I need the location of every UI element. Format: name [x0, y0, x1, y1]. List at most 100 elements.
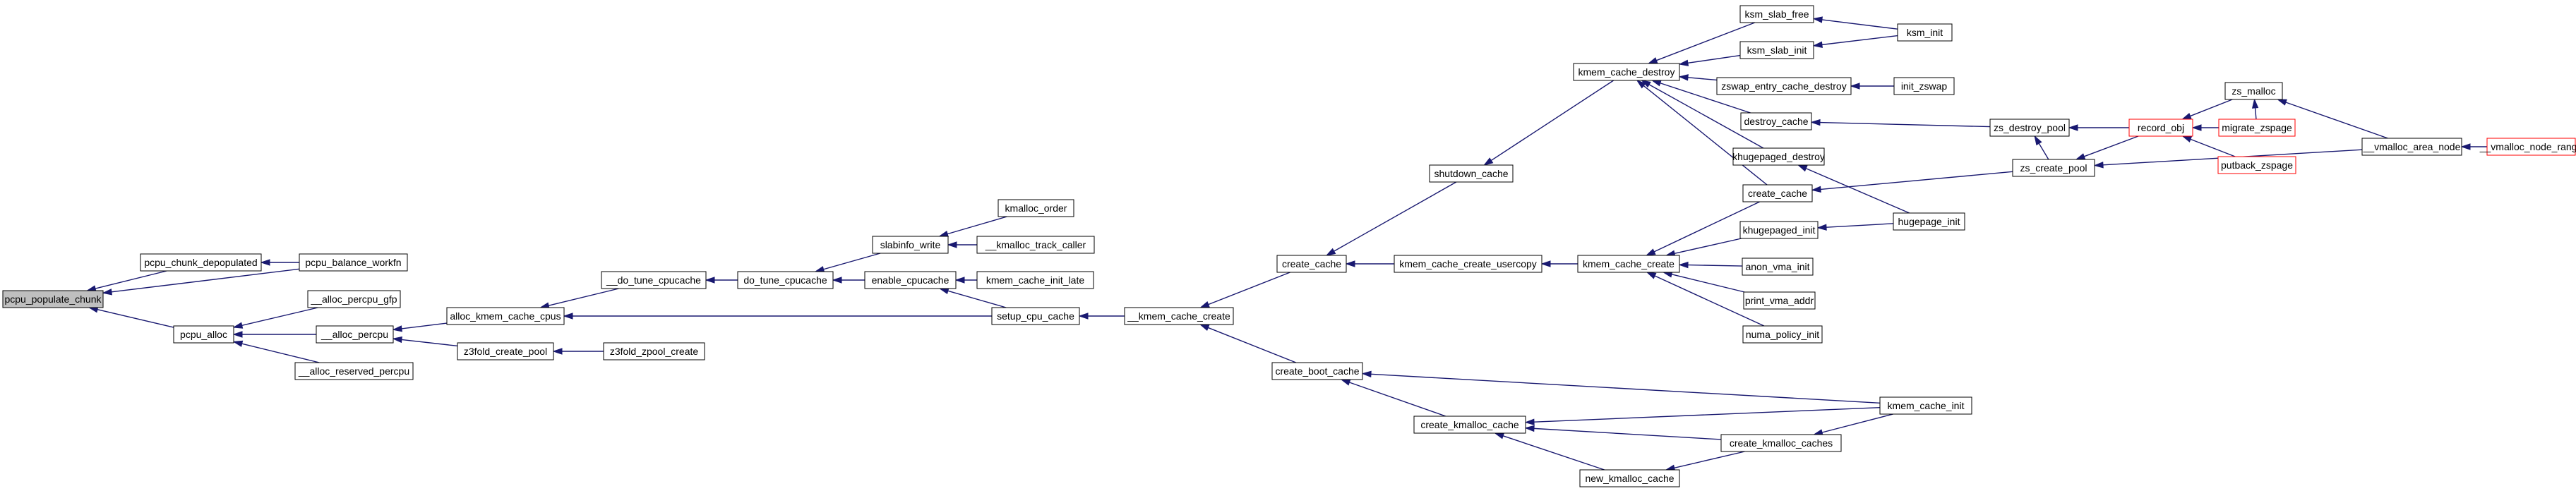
node-create-kmalloc-cache[interactable]: create_kmalloc_cache: [1413, 416, 1526, 434]
node-create-cache2[interactable]: create_cache: [1742, 184, 1813, 202]
node-z3fold-create-pool[interactable]: z3fold_create_pool: [457, 342, 554, 360]
node-pcpu-balance-workfn[interactable]: pcpu_balance_workfn: [299, 253, 408, 272]
node-box: [1716, 77, 1852, 95]
node-print-vma-addr[interactable]: print_vma_addr: [1743, 291, 1816, 310]
node-do-tune-cpucache[interactable]: do_tune_cpucache: [737, 271, 834, 289]
arrowhead-icon: [1678, 59, 1689, 66]
node-kmalloc-order[interactable]: kmalloc_order: [998, 199, 1074, 217]
node-kmem-cache-init[interactable]: kmem_cache_init: [1879, 396, 1972, 415]
node-label: zs_destroy_pool: [1994, 122, 2066, 133]
edge-__alloc_reserved_percpu-to-pcpu_alloc: [232, 340, 320, 363]
node-box: [2128, 119, 2193, 137]
node-label: new_kmalloc_cache: [1585, 473, 1674, 484]
node-box: [173, 325, 234, 344]
edge-record_obj-to-zs_create_pool: [2075, 135, 2139, 160]
node-box: [2, 290, 104, 308]
edge-ksm_slab_init-to-kmem_cache_destroy: [1678, 54, 1741, 66]
edge-z3fold_create_pool-to-__alloc_percpu: [392, 336, 458, 347]
node-label: z3fold_create_pool: [464, 346, 547, 357]
node-label: __alloc_percpu: [320, 329, 388, 340]
edge-pcpu_balance_workfn-to-pcpu_populate_chunk: [102, 268, 300, 296]
node-alloc-kmem-cache-cpus[interactable]: alloc_kmem_cache_cpus: [446, 307, 565, 325]
edge-kmem_cache_destroy-to-shutdown_cache: [1483, 80, 1615, 166]
arrowhead-icon: [232, 340, 244, 347]
node-ksm-init[interactable]: ksm_init: [1897, 23, 1953, 42]
node-kmem-cache-destroy[interactable]: kmem_cache_destroy: [1573, 63, 1680, 81]
arrowhead-icon: [2075, 153, 2086, 160]
edge-__kmem_cache_create-to-setup_cpu_cache: [1078, 313, 1125, 320]
arrowhead-icon: [2277, 99, 2287, 106]
node-box: [603, 342, 705, 360]
edge-slabinfo_write-to-do_tune_cpucache: [814, 253, 881, 273]
node-label: do_tune_cpucache: [743, 274, 827, 286]
node-kmem-cache-create-usercopy[interactable]: kmem_cache_create_usercopy: [1394, 255, 1542, 273]
edge-create_kmalloc_caches-to-new_kmalloc_cache: [1665, 451, 1745, 471]
node-box: [1893, 77, 1955, 95]
node-ksm-slab-init[interactable]: ksm_slab_init: [1739, 41, 1814, 59]
edge-line: [97, 309, 174, 328]
edge-migrate_zspage-to-zs_malloc: [2251, 98, 2259, 120]
node-ksm-slab-free[interactable]: ksm_slab_free: [1739, 5, 1814, 23]
node-pcpu-chunk-depopulated[interactable]: pcpu_chunk_depopulated: [140, 253, 262, 272]
node-new-kmalloc-cache[interactable]: new_kmalloc_cache: [1579, 469, 1680, 487]
arrowhead-icon: [1651, 80, 1662, 87]
node-create-cache[interactable]: create_cache: [1276, 255, 1347, 273]
node-slabinfo-write[interactable]: slabinfo_write: [872, 236, 949, 254]
node-create-kmalloc-caches[interactable]: create_kmalloc_caches: [1720, 434, 1842, 452]
edge-line: [1821, 413, 1893, 433]
node-alloc-percpu[interactable]: __alloc_percpu: [316, 325, 394, 344]
node-box: [1124, 307, 1234, 325]
node-record-obj[interactable]: record_obj: [2128, 119, 2193, 137]
edge-line: [1687, 54, 1741, 64]
node-box: [737, 271, 834, 289]
node-kmem-cache-create[interactable]: kmem_cache_create: [1577, 255, 1680, 273]
node-zs-create-pool[interactable]: zs_create_pool: [2012, 159, 2095, 177]
arrowhead-icon: [954, 277, 965, 284]
node-create-boot-cache[interactable]: create_boot_cache: [1271, 362, 1363, 380]
node-shutdown-cache[interactable]: shutdown_cache: [1429, 164, 1514, 183]
node-setup-cpu-cache[interactable]: setup_cpu_cache: [991, 307, 1080, 325]
arrowhead-icon: [1199, 301, 1210, 308]
node-box: [2217, 156, 2296, 174]
node-z3fold-zpool-create[interactable]: z3fold_zpool_create: [603, 342, 705, 360]
node-pcpu-populate-chunk[interactable]: pcpu_populate_chunk: [2, 290, 104, 308]
edge-ksm_init-to-ksm_slab_init: [1812, 35, 1898, 48]
edge-create_kmalloc_cache-to-create_boot_cache: [1340, 379, 1446, 417]
node-label: zswap_entry_cache_destroy: [1721, 80, 1846, 92]
node-migrate-zspage[interactable]: migrate_zspage: [2218, 119, 2296, 137]
node-zs-destroy-pool[interactable]: zs_destroy_pool: [1989, 119, 2070, 137]
edge-line: [947, 290, 1007, 308]
node-anon-vma-init[interactable]: anon_vma_init: [1742, 257, 1814, 276]
node-khugepaged-destroy[interactable]: khugepaged_destroy: [1732, 147, 1825, 166]
node-kmalloc-track-caller[interactable]: __kmalloc_track_caller: [976, 236, 1095, 254]
node-kmem-cache-init-late[interactable]: kmem_cache_init_late: [976, 271, 1094, 289]
node-box: [2361, 138, 2462, 156]
node-do-tune-cpucache[interactable]: __do_tune_cpucache: [601, 271, 707, 289]
node-alloc-reserved-percpu[interactable]: __alloc_reserved_percpu: [294, 362, 414, 380]
edge-line: [401, 339, 458, 347]
node-vmalloc-node-range[interactable]: __vmalloc_node_range: [2479, 138, 2576, 156]
node-vmalloc-area-node[interactable]: __vmalloc_area_node: [2361, 138, 2462, 156]
node-init-zswap[interactable]: init_zswap: [1893, 77, 1955, 95]
node-kmem-cache-create[interactable]: __kmem_cache_create: [1124, 307, 1234, 325]
node-label: zs_create_pool: [2020, 162, 2087, 174]
node-alloc-percpu-gfp[interactable]: __alloc_percpu_gfp: [307, 290, 401, 308]
edge-line: [823, 253, 881, 270]
node-box: [1413, 416, 1526, 434]
arrowhead-icon: [2460, 143, 2471, 150]
node-putback-zspage[interactable]: putback_zspage: [2217, 156, 2296, 174]
node-pcpu-alloc[interactable]: pcpu_alloc: [173, 325, 234, 344]
node-label: destroy_cache: [1744, 116, 1808, 127]
node-box: [1743, 291, 1816, 310]
node-zs-malloc[interactable]: zs_malloc: [2224, 82, 2283, 100]
node-box: [864, 271, 957, 289]
node-label: kmem_cache_destroy: [1578, 66, 1675, 78]
node-numa-policy-init[interactable]: numa_policy_init: [1742, 325, 1823, 344]
node-zswap-entry-cache-destroy[interactable]: zswap_entry_cache_destroy: [1716, 77, 1852, 95]
node-enable-cpucache[interactable]: enable_cpucache: [864, 271, 957, 289]
node-khugepaged-init[interactable]: khugepaged_init: [1739, 221, 1819, 239]
arrowhead-icon: [938, 230, 949, 238]
edge-kmem_cache_create-to-kmem_cache_create_usercopy: [1540, 260, 1578, 267]
node-hugepage-init[interactable]: hugepage_init: [1893, 212, 1965, 231]
node-destroy-cache[interactable]: destroy_cache: [1740, 112, 1812, 131]
